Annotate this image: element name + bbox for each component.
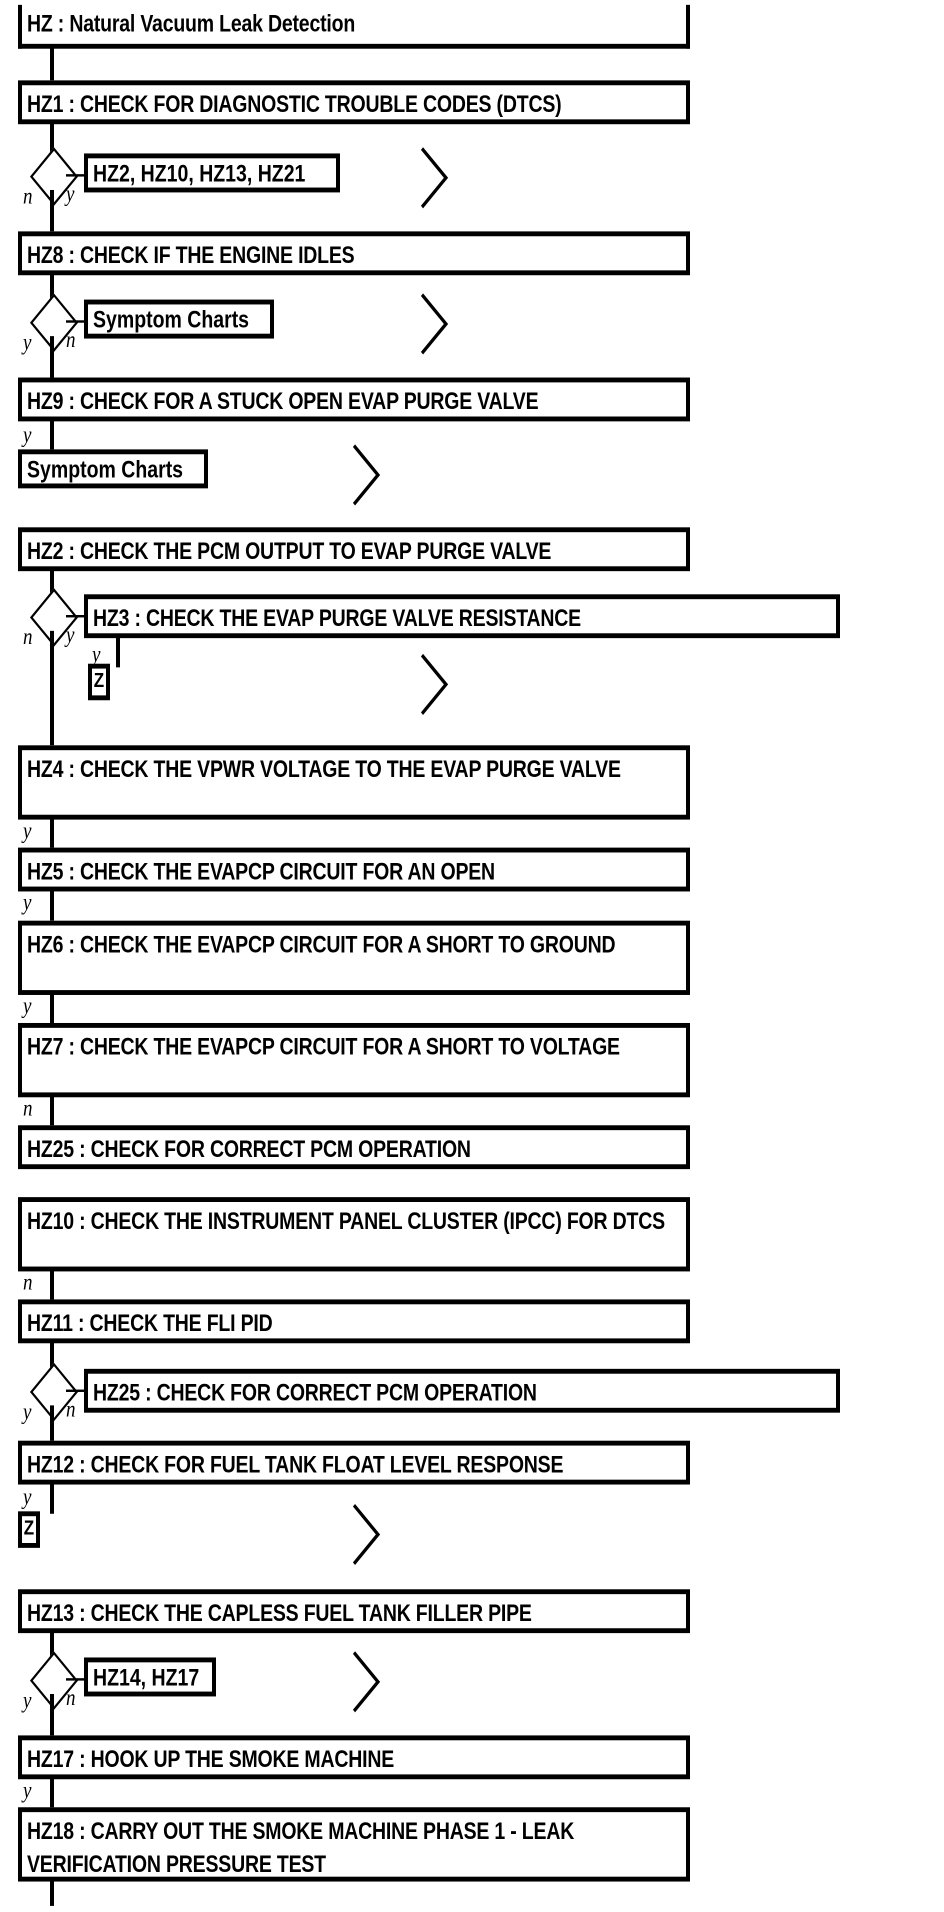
- branch-line-hz11-no: [66, 1389, 86, 1392]
- step-box-hz25-b[interactable]: HZ25 : CHECK FOR CORRECT PCM OPERATION: [84, 1368, 840, 1413]
- step-box-hz6[interactable]: HZ6 : CHECK THE EVAPCP CIRCUIT FOR A SHO…: [18, 920, 690, 995]
- connector-hz1-to-decision: [50, 121, 54, 156]
- goto-chevron-hz1: [418, 144, 452, 212]
- goto-chevron-hz8: [418, 290, 452, 358]
- ref-box-symptom-charts-1[interactable]: Symptom Charts: [84, 299, 274, 339]
- branch-label-hz6-yes: y: [23, 993, 32, 1020]
- step-box-hz5[interactable]: HZ5 : CHECK THE EVAPCP CIRCUIT FOR AN OP…: [18, 847, 690, 892]
- step-box-hz7[interactable]: HZ7 : CHECK THE EVAPCP CIRCUIT FOR A SHO…: [18, 1022, 690, 1098]
- connector-hz17-yes: [50, 1776, 54, 1809]
- branch-label-hz12-yes: y: [23, 1484, 32, 1511]
- step-box-hz9[interactable]: HZ9 : CHECK FOR A STUCK OPEN EVAP PURGE …: [18, 377, 690, 422]
- branch-line-hz1-yes: [66, 174, 86, 177]
- step-box-hz17[interactable]: HZ17 : HOOK UP THE SMOKE MACHINE: [18, 1735, 690, 1780]
- connector-hz8-yes-to-hz9: [50, 336, 54, 378]
- branch-label-hz9-yes: y: [23, 422, 32, 449]
- step-box-hz10[interactable]: HZ10 : CHECK THE INSTRUMENT PANEL CLUSTE…: [18, 1197, 690, 1272]
- step-box-hz18[interactable]: HZ18 : CARRY OUT THE SMOKE MACHINE PHASE…: [18, 1807, 690, 1882]
- connector-hz10-no: [50, 1268, 54, 1301]
- connector-hz1-no-to-hz8: [50, 189, 54, 232]
- connector-hz7-no: [50, 1094, 54, 1127]
- ref-box-symptom-charts-2[interactable]: Symptom Charts: [18, 449, 208, 489]
- connector-hz13-to-decision: [50, 1630, 54, 1665]
- branch-label-hz8-no: n: [66, 327, 76, 354]
- branch-label-hz11-no: n: [66, 1396, 76, 1423]
- connector-hz3-yes: [116, 635, 120, 668]
- branch-label-hz7-no: n: [23, 1096, 33, 1122]
- branch-label-hz2-yes: y: [66, 622, 75, 648]
- step-box-hz12[interactable]: HZ12 : CHECK FOR FUEL TANK FLOAT LEVEL R…: [18, 1440, 690, 1485]
- step-box-hz8[interactable]: HZ8 : CHECK IF THE ENGINE IDLES: [18, 231, 690, 276]
- branch-label-hz2-no: n: [23, 624, 33, 651]
- ref-box-hz14-hz17[interactable]: HZ14, HZ17: [84, 1657, 216, 1697]
- goto-chevron-hz3: [418, 650, 452, 718]
- connector-hz11-to-decision: [50, 1340, 54, 1373]
- connector-token-z-2[interactable]: Z: [18, 1511, 40, 1548]
- branch-label-hz1-no: n: [23, 183, 33, 210]
- connector-hz2-to-decision: [50, 568, 54, 603]
- connector-hz4-yes: [50, 817, 54, 849]
- connector-hz8-to-decision: [50, 272, 54, 307]
- connector-hz11-yes-to-hz12: [50, 1405, 54, 1442]
- ref-box-hz2-hz10-hz13-hz21[interactable]: HZ2, HZ10, HZ13, HZ21: [84, 153, 340, 193]
- branch-label-hz17-yes: y: [23, 1778, 32, 1804]
- connector-title-to-hz1: [50, 46, 54, 81]
- step-box-hz13[interactable]: HZ13 : CHECK THE CAPLESS FUEL TANK FILLE…: [18, 1589, 690, 1634]
- connector-hz13-yes-to-hz17: [50, 1694, 54, 1736]
- step-box-title[interactable]: HZ : Natural Vacuum Leak Detection: [18, 4, 690, 49]
- branch-line-hz13-no: [66, 1678, 86, 1681]
- step-box-hz11[interactable]: HZ11 : CHECK THE FLI PID: [18, 1299, 690, 1344]
- step-box-hz1[interactable]: HZ1 : CHECK FOR DIAGNOSTIC TROUBLE CODES…: [18, 80, 690, 125]
- goto-chevron-hz13: [350, 1648, 384, 1716]
- connector-hz9-yes: [50, 418, 54, 454]
- goto-chevron-hz9: [350, 441, 384, 509]
- connector-hz18-down: [50, 1879, 54, 1906]
- branch-label-hz1-yes: y: [66, 181, 75, 208]
- step-box-hz3[interactable]: HZ3 : CHECK THE EVAP PURGE VALVE RESISTA…: [84, 594, 840, 639]
- connector-hz2-no-down: [50, 630, 54, 746]
- connector-hz5-yes: [50, 889, 54, 921]
- branch-label-hz10-no: n: [23, 1270, 33, 1296]
- step-box-hz2[interactable]: HZ2 : CHECK THE PCM OUTPUT TO EVAP PURGE…: [18, 527, 690, 572]
- branch-label-hz4-yes: y: [23, 818, 32, 844]
- connector-token-z-1[interactable]: Z: [88, 663, 110, 701]
- step-box-hz25-a[interactable]: HZ25 : CHECK FOR CORRECT PCM OPERATION: [18, 1125, 690, 1170]
- connector-hz12-yes: [50, 1482, 54, 1514]
- branch-line-hz8-no: [66, 320, 86, 323]
- branch-label-hz11-yes: y: [23, 1399, 32, 1425]
- branch-label-hz13-no: n: [66, 1685, 76, 1712]
- connector-hz6-yes: [50, 992, 54, 1025]
- branch-label-hz13-yes: y: [23, 1687, 32, 1714]
- step-box-hz4[interactable]: HZ4 : CHECK THE VPWR VOLTAGE TO THE EVAP…: [18, 745, 690, 820]
- goto-chevron-hz12: [350, 1500, 384, 1568]
- branch-label-hz3-yes: y: [92, 641, 101, 668]
- branch-label-hz8-yes: y: [23, 330, 32, 356]
- branch-line-hz2-yes: [66, 615, 86, 618]
- branch-label-hz5-yes: y: [23, 890, 32, 916]
